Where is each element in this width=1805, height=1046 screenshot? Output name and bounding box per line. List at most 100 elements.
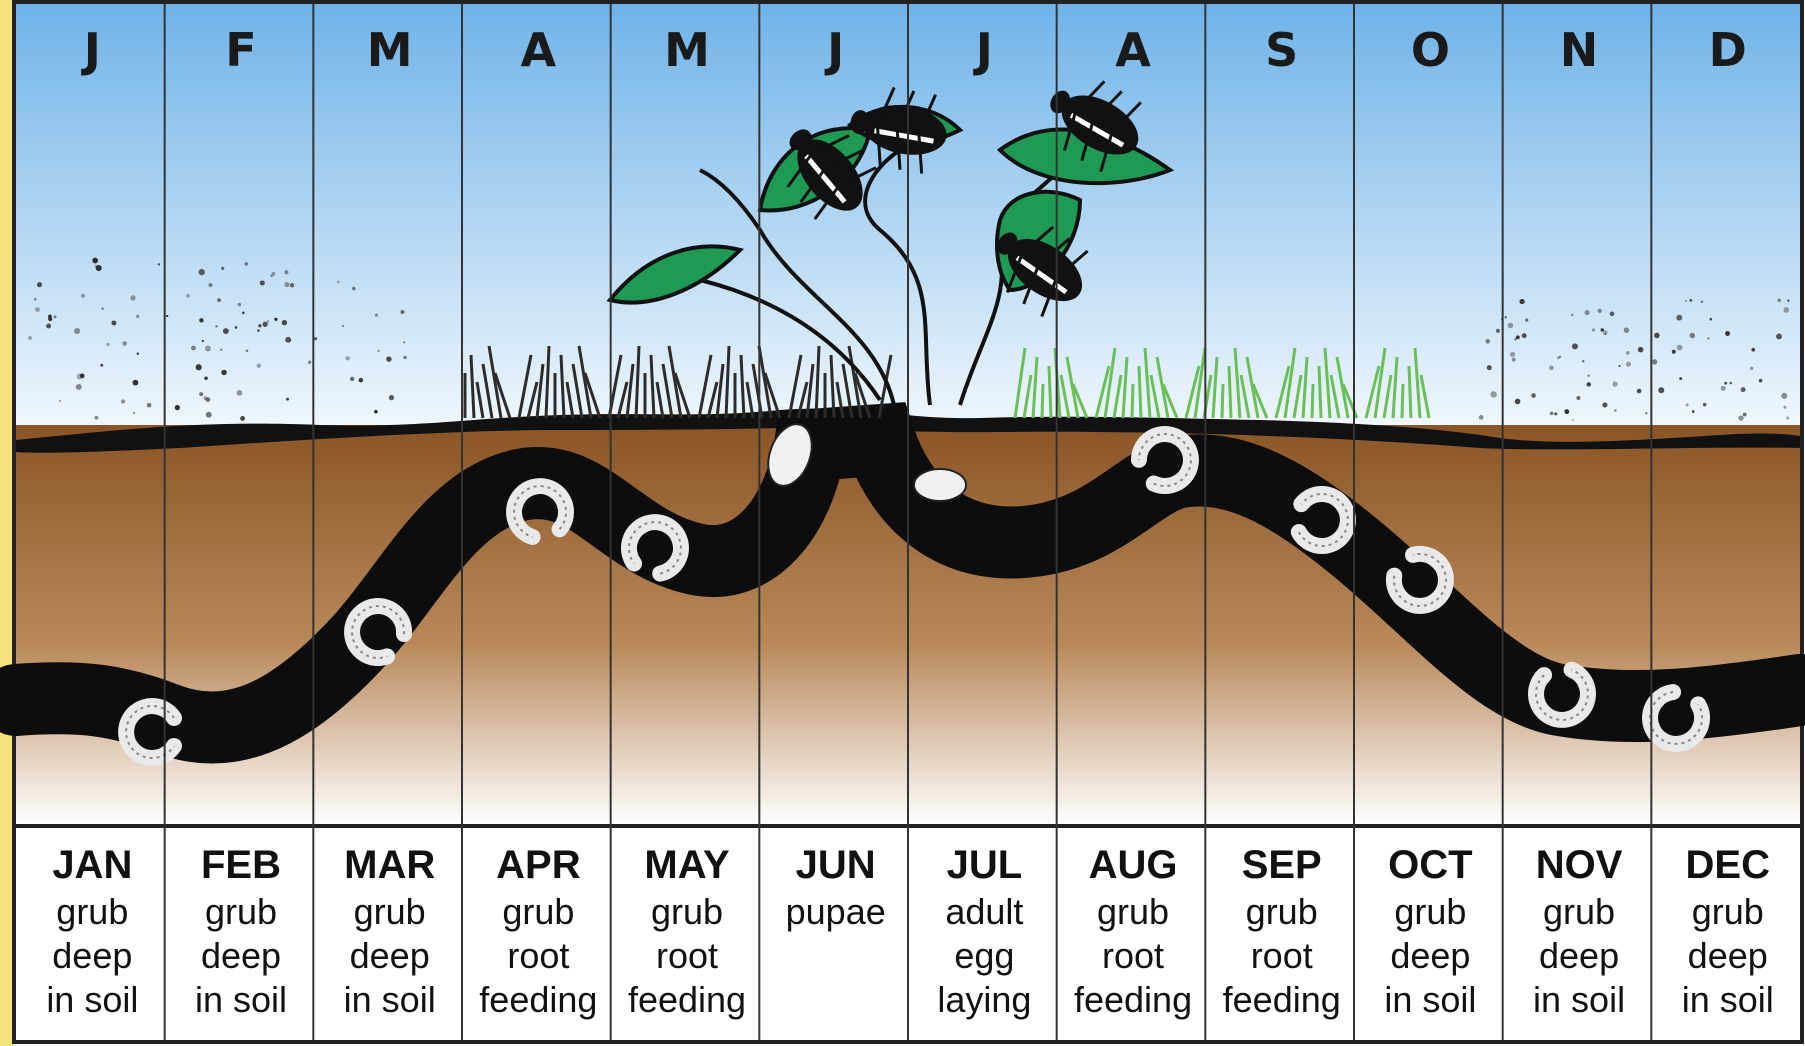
speckle: [1515, 399, 1521, 405]
month-cell: SEPgrub root feeding: [1207, 828, 1356, 1040]
speckle: [34, 298, 37, 301]
speckle: [1784, 307, 1790, 313]
speckle: [1750, 367, 1753, 370]
speckle: [1550, 412, 1554, 416]
speckle: [1701, 300, 1704, 303]
speckle: [122, 341, 127, 346]
speckle: [1685, 300, 1687, 302]
speckle: [1751, 348, 1755, 352]
speckle: [246, 349, 249, 352]
speckle: [1598, 309, 1602, 313]
speckle: [1710, 318, 1713, 321]
speckle: [1689, 299, 1692, 302]
speckle: [1725, 331, 1730, 336]
speckle: [337, 281, 340, 284]
speckle: [1743, 413, 1747, 417]
month-label-row: JANgrub deep in soilFEBgrub deep in soil…: [18, 828, 1802, 1040]
grass-blade: [1319, 366, 1321, 418]
speckle: [1626, 351, 1630, 355]
month-letter: S: [1207, 10, 1356, 90]
month-cell: MARgrub deep in soil: [315, 828, 464, 1040]
speckle: [1479, 415, 1484, 420]
speckle: [166, 315, 168, 317]
speckle: [95, 265, 97, 267]
speckle: [1602, 402, 1607, 407]
speckle: [130, 295, 135, 300]
speckle: [221, 267, 224, 270]
speckle: [359, 378, 364, 383]
speckle: [282, 320, 287, 325]
speckle: [81, 294, 85, 298]
month-abbr: NOV: [1505, 840, 1654, 890]
grass-blade: [1132, 384, 1133, 418]
month-letter: M: [613, 10, 762, 90]
month-stage: grub root feeding: [613, 890, 762, 1022]
grass-blade: [1229, 366, 1231, 418]
speckle: [257, 329, 259, 331]
month-abbr: SEP: [1207, 840, 1356, 890]
speckle: [1508, 323, 1514, 329]
month-letter: J: [910, 10, 1059, 90]
speckle: [59, 400, 61, 402]
speckle: [205, 346, 211, 352]
speckle: [257, 364, 261, 368]
speckle: [1572, 343, 1578, 349]
month-letter: N: [1505, 10, 1654, 90]
speckle: [1587, 382, 1591, 386]
speckle: [1778, 299, 1781, 302]
month-letter: F: [167, 10, 316, 90]
speckle: [1601, 328, 1604, 331]
speckle: [94, 416, 98, 420]
speckle: [175, 405, 180, 410]
speckle: [389, 395, 394, 400]
speckle: [186, 294, 190, 298]
speckle: [48, 315, 52, 319]
speckle: [1703, 403, 1707, 407]
speckle: [1724, 382, 1727, 385]
speckle: [1612, 381, 1617, 386]
month-abbr: APR: [464, 840, 613, 890]
speckle: [1519, 299, 1524, 304]
pupa-july: [914, 469, 966, 501]
speckle: [240, 416, 245, 421]
speckle: [1741, 387, 1746, 392]
speckle: [267, 320, 269, 322]
speckle: [1614, 409, 1617, 412]
grass-blade: [1312, 384, 1313, 418]
speckle: [1587, 374, 1589, 376]
speckle: [100, 364, 103, 367]
month-letter: J: [18, 10, 167, 90]
speckle: [92, 258, 98, 264]
speckle: [1645, 412, 1647, 414]
speckle: [1786, 416, 1789, 419]
month-cell: JUNpupae: [761, 828, 910, 1040]
speckle: [403, 341, 405, 343]
month-stage: adult egg laying: [910, 890, 1059, 1022]
speckle: [284, 270, 288, 274]
speckle: [1486, 339, 1491, 344]
speckle: [245, 262, 248, 265]
speckle: [1672, 350, 1676, 354]
speckle: [199, 392, 203, 396]
month-stage: pupae: [761, 890, 910, 934]
speckle: [136, 315, 139, 318]
speckle: [378, 350, 380, 352]
speckle: [1676, 315, 1682, 321]
month-abbr: JAN: [18, 840, 167, 890]
speckle: [350, 377, 354, 381]
speckle: [1738, 415, 1743, 420]
speckle: [401, 310, 405, 314]
speckle: [1576, 396, 1580, 400]
month-abbr: MAR: [315, 840, 464, 890]
month-cell: AUGgrub root feeding: [1059, 828, 1208, 1040]
speckle: [1781, 393, 1787, 399]
speckle: [270, 275, 272, 277]
month-letter: M: [315, 10, 464, 90]
speckle: [260, 280, 265, 285]
speckle: [76, 384, 82, 390]
speckle: [352, 287, 356, 291]
speckle: [284, 282, 289, 287]
month-cell: MAYgrub root feeding: [613, 828, 762, 1040]
